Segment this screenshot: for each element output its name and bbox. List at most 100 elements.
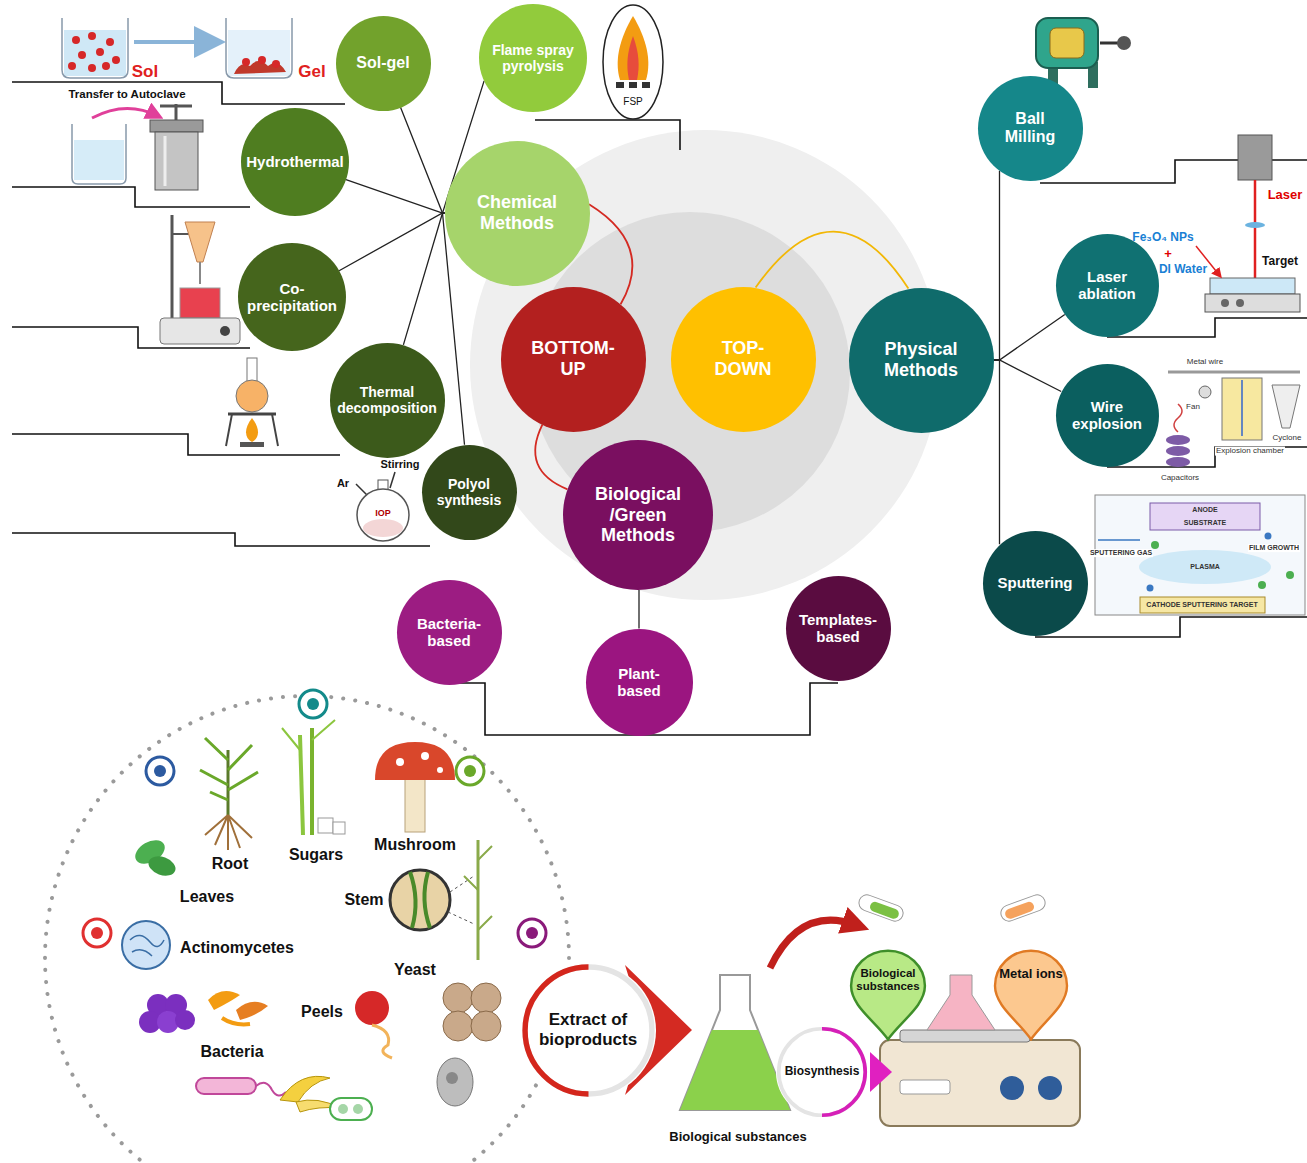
connector-line (994, 171, 1000, 360)
ball-mill-icon (1050, 28, 1084, 58)
node-label: Thermal decomposition (336, 384, 438, 416)
node-text: Biological /Green Methods (578, 484, 698, 546)
node-text: Bacteria-based (407, 615, 492, 650)
dotted-ring (45, 696, 569, 1163)
extract-flask (680, 975, 790, 1110)
step-line (1035, 617, 1307, 637)
autoclave (160, 105, 192, 108)
text-label: DI Water (1159, 263, 1207, 276)
text-label: Ar (337, 477, 349, 489)
yeast-icon (443, 983, 473, 1013)
node-label: Laser ablation (1065, 268, 1150, 303)
ring-arc (525, 967, 588, 1094)
target-icon (526, 927, 538, 939)
text-label: Fe₃O₄ NPs (1132, 231, 1193, 244)
node-text: Extract of bioproducts (533, 1010, 643, 1049)
text-label: Leaves (180, 888, 234, 906)
sputtering-setup (1098, 539, 1140, 541)
text-label: Root (212, 855, 248, 873)
sugarcane-icon (318, 818, 333, 833)
thermal-setup (246, 418, 258, 442)
green-cells-icon (353, 1104, 363, 1114)
category-circle: Chemical Methods (445, 141, 590, 286)
connector-line (994, 315, 1065, 361)
wire-explosion-setup (1222, 378, 1262, 440)
coprecipitation-setup (171, 215, 174, 320)
node-text: Ball Milling (988, 110, 1072, 147)
method-circle: Laser ablation (1056, 234, 1159, 337)
yeast-icon (443, 1011, 473, 1041)
node-label: Extract of bioproducts (533, 1010, 643, 1049)
wire-explosion-setup (1166, 372, 1300, 467)
connector-line (346, 180, 445, 213)
stem-icon (390, 840, 492, 960)
flame-spray-icon (603, 5, 663, 119)
node-text: Biological substances (853, 967, 923, 993)
node-label: BOTTOM-UP (526, 338, 621, 379)
ball-mill-icon (1036, 18, 1098, 68)
thermal-setup (226, 414, 232, 446)
node-label: Metal ions (999, 967, 1063, 982)
sugarcane-icon (282, 720, 335, 750)
sol-beaker (68, 62, 76, 70)
extract-flask (680, 1030, 790, 1110)
sol-beaker (112, 56, 120, 64)
polyol-flask (390, 472, 395, 488)
text-label: Explosion chamber (1215, 447, 1285, 456)
autoclave (150, 104, 203, 190)
method-circle: Polyol synthesis (422, 445, 517, 540)
sputtering-setup (1147, 585, 1154, 592)
step-line (12, 187, 250, 207)
sol-beaker (62, 18, 128, 78)
method-circle: Templates-based (786, 576, 891, 681)
orange-peel-icon (236, 1002, 268, 1020)
sputtering-setup (1151, 541, 1159, 549)
text-label: PLASMA (1190, 563, 1220, 571)
text-label: ANODE (1192, 506, 1217, 514)
coprecipitation-setup (180, 288, 220, 318)
node-label: Physical Methods (859, 339, 984, 380)
leaves-icon (131, 835, 178, 879)
drop-outline (847, 949, 929, 1041)
wire-explosion-setup (1199, 386, 1211, 398)
sol-beaker (106, 38, 114, 46)
text-label: Gel (298, 63, 325, 82)
method-circle: Plant-based (586, 629, 693, 736)
connector-line (403, 213, 444, 345)
node-text: Chemical Methods (457, 192, 577, 233)
green-cells-icon (330, 1098, 372, 1120)
sugarcane-icon (333, 822, 345, 834)
coprecipitation-setup (185, 222, 215, 262)
gel-beaker (242, 58, 250, 66)
node-text: Sol-gel (356, 54, 409, 72)
sol-beaker (72, 36, 80, 44)
step-line (12, 434, 340, 455)
connector-line (401, 107, 445, 213)
drop-outline (851, 951, 925, 1040)
sputtering-setup (1258, 581, 1266, 589)
gel-beaker (258, 56, 266, 64)
node-label: Sol-gel (356, 54, 409, 72)
beaker (72, 124, 126, 184)
node-text: Laser ablation (1065, 268, 1150, 303)
hotplate-stirrer (1038, 1076, 1062, 1100)
wire-explosion-setup (1272, 385, 1300, 428)
wire-explosion-setup (1174, 404, 1182, 432)
text-label: CATHODE SPUTTERING TARGET (1146, 601, 1257, 609)
autoclave (150, 120, 203, 132)
target-icon (464, 765, 476, 777)
wire-explosion-setup (1168, 371, 1300, 374)
curved-arrow (770, 920, 856, 968)
node-text: Templates-based (794, 611, 882, 646)
root-plant (200, 738, 258, 800)
node-label: Biological substances (853, 967, 923, 993)
connector-arc (756, 232, 909, 289)
text-label: Fan (1185, 403, 1201, 412)
drop-outline (991, 949, 1071, 1041)
sugarcane-icon (282, 720, 345, 835)
node-text: Metal ions (999, 967, 1063, 982)
stem-icon (464, 846, 492, 930)
target-icon (154, 765, 166, 777)
wire-explosion-setup (1241, 380, 1243, 436)
mushroom-icon (375, 742, 455, 832)
